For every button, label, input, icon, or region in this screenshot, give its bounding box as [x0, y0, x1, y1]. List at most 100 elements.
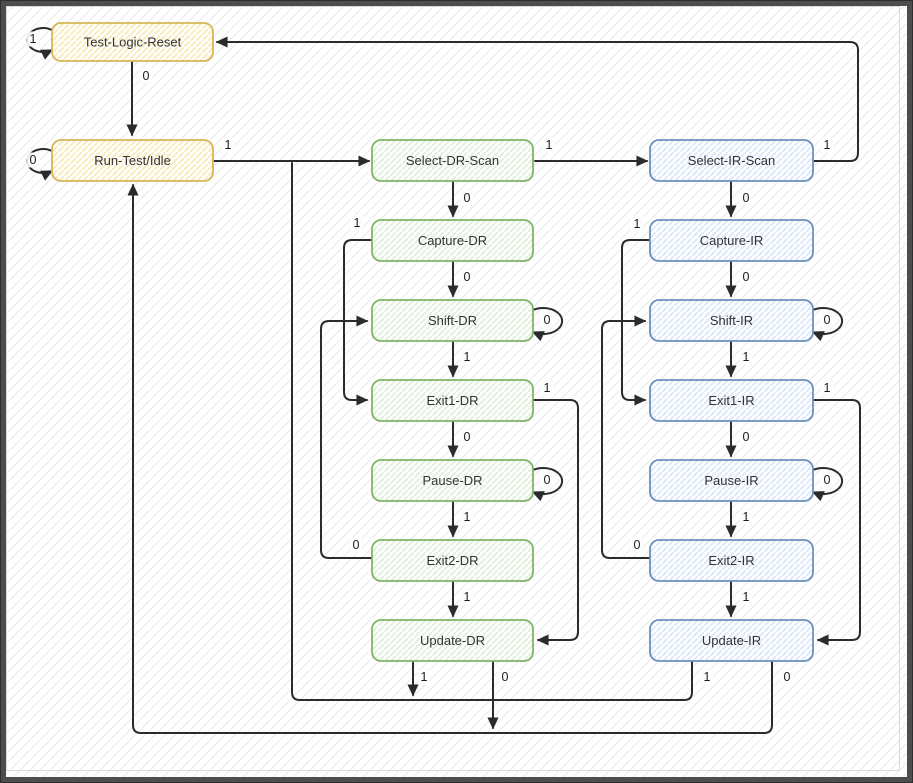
- edge-label-text: 0: [743, 270, 750, 284]
- edge-label-text: 0: [743, 430, 750, 444]
- edge-label-bg: [460, 349, 474, 365]
- edge-label-sds-sis: 1: [542, 137, 556, 153]
- state-label: Update-DR: [420, 633, 485, 648]
- state-box: [649, 299, 814, 342]
- edge-label-e2ir-sir: 0: [630, 537, 644, 553]
- edge-label-text: 0: [353, 538, 360, 552]
- state-box: [649, 219, 814, 262]
- edge-labels: 1 0 0 1 1 1 0 1 0 0 1 1 0 0 1 0 1 1 0 0 …: [26, 31, 834, 685]
- state-exit2-dr: Exit2-DR: [371, 539, 534, 582]
- state-box: [371, 539, 534, 582]
- edge-label-text: 1: [824, 138, 831, 152]
- edge-label-bg: [349, 537, 363, 553]
- state-pause-ir: Pause-IR: [649, 459, 814, 502]
- edge-label-bg: [460, 509, 474, 525]
- state-box: [649, 619, 814, 662]
- edge-label-text: 0: [464, 191, 471, 205]
- edge-label-sdr-self: 0: [540, 312, 554, 328]
- edge-label-sds-cdr: 0: [460, 190, 474, 206]
- edge-label-text: 1: [464, 350, 471, 364]
- state-exit1-dr: Exit1-DR: [371, 379, 534, 422]
- edge-label-e2ir-uir: 1: [739, 589, 753, 605]
- state-test-logic-reset: Test-Logic-Reset: [51, 22, 214, 62]
- edge-sir-self: [811, 307, 844, 342]
- edge-label-bg: [540, 472, 554, 488]
- edge-label-text: 1: [544, 381, 551, 395]
- edge-label-bg: [820, 472, 834, 488]
- edge-e1ir-to-uir: [812, 399, 861, 646]
- edge-label-bg: [460, 429, 474, 445]
- state-label: Exit1-IR: [708, 393, 754, 408]
- edges: [26, 27, 861, 734]
- state-capture-ir: Capture-IR: [649, 219, 814, 262]
- edge-label-rti-sds: 1: [221, 137, 235, 153]
- state-box: [371, 139, 534, 182]
- edge-label-bg: [460, 589, 474, 605]
- state-box: [51, 139, 214, 182]
- state-pause-dr: Pause-DR: [371, 459, 534, 502]
- edge-label-uir-sds: 1: [700, 669, 714, 685]
- edge-sdr-self: [531, 307, 564, 342]
- edge-label-bg: [26, 152, 40, 168]
- edge-label-bg: [460, 269, 474, 285]
- edge-label-text: 1: [634, 217, 641, 231]
- edge-label-text: 0: [784, 670, 791, 684]
- edge-pdr-self: [531, 467, 564, 502]
- edge-label-bg: [739, 429, 753, 445]
- state-label: Select-IR-Scan: [688, 153, 775, 168]
- edge-label-bg: [739, 509, 753, 525]
- edge-label-bg: [139, 68, 153, 84]
- edge-label-e1dr-udr: 1: [540, 380, 554, 396]
- state-box: [649, 379, 814, 422]
- edge-label-text: 0: [743, 191, 750, 205]
- edge-label-bg: [630, 537, 644, 553]
- state-box: [51, 22, 214, 62]
- edge-label-bg: [739, 349, 753, 365]
- edge-label-sis-cir: 0: [739, 190, 753, 206]
- edge-label-bg: [739, 269, 753, 285]
- edge-label-bg: [700, 669, 714, 685]
- state-box: [649, 459, 814, 502]
- edge-label-bg: [739, 589, 753, 605]
- edge-label-bg: [498, 669, 512, 685]
- edge-label-text: 1: [464, 510, 471, 524]
- state-shift-dr: Shift-DR: [371, 299, 534, 342]
- frame-inner-highlight: [6, 6, 900, 771]
- edge-label-text: 1: [824, 381, 831, 395]
- edge-label-text: 1: [30, 32, 37, 46]
- edge-label-e1ir-uir: 1: [820, 380, 834, 396]
- state-label: Exit1-DR: [426, 393, 478, 408]
- state-box: [371, 379, 534, 422]
- edge-label-text: 1: [225, 138, 232, 152]
- edge-label-tlr-self: 1: [26, 31, 40, 47]
- state-box: [371, 299, 534, 342]
- state-label: Pause-DR: [423, 473, 483, 488]
- edge-e1dr-to-udr: [532, 399, 579, 646]
- edge-label-text: 0: [824, 313, 831, 327]
- edge-label-bg: [542, 137, 556, 153]
- state-select-dr-scan: Select-DR-Scan: [371, 139, 534, 182]
- edge-label-bg: [780, 669, 794, 685]
- edge-label-bg: [820, 312, 834, 328]
- edge-label-bg: [630, 216, 644, 232]
- edge-label-rti-self: 0: [26, 152, 40, 168]
- edge-label-text: 0: [464, 430, 471, 444]
- edge-e2dr-to-sdr: [320, 315, 373, 559]
- edge-pir-self: [811, 467, 844, 502]
- state-box: [371, 459, 534, 502]
- state-exit1-ir: Exit1-IR: [649, 379, 814, 422]
- state-label: Run-Test/Idle: [94, 153, 171, 168]
- edge-label-sis-tlr: 1: [820, 137, 834, 153]
- state-box: [649, 139, 814, 182]
- edge-label-cir-sir: 0: [739, 269, 753, 285]
- edge-label-pdr-self: 0: [540, 472, 554, 488]
- edge-label-text: 0: [143, 69, 150, 83]
- state-shift-ir: Shift-IR: [649, 299, 814, 342]
- edge-e2ir-to-sir: [601, 315, 651, 559]
- edge-label-bg: [221, 137, 235, 153]
- edge-label-e1dr-pdr: 0: [460, 429, 474, 445]
- state-box: [649, 539, 814, 582]
- state-capture-dr: Capture-DR: [371, 219, 534, 262]
- state-update-dr: Update-DR: [371, 619, 534, 662]
